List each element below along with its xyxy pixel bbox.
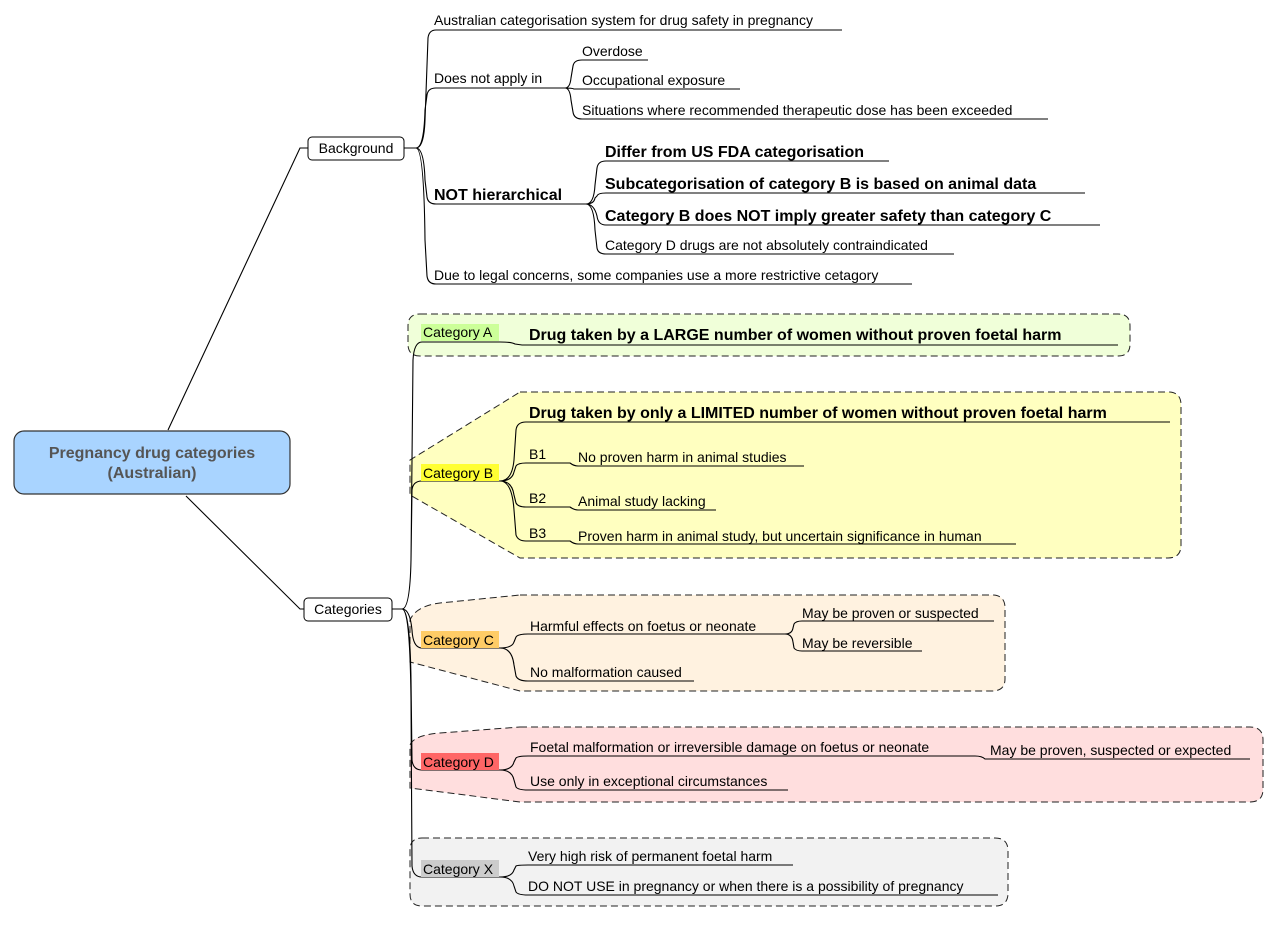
category-b1-code: B1 [529, 446, 546, 462]
category-d-malformation: Foetal malformation or irreversible dama… [530, 739, 929, 755]
connector-category-c [499, 620, 994, 682]
category-a-description: Drug taken by a LARGE number of women wi… [529, 327, 1062, 344]
category-c-label[interactable]: Category C [423, 632, 494, 648]
category-x-do-not-use: DO NOT USE in pregnancy or when there is… [528, 878, 964, 894]
not-hierarchical-us-fda: Differ from US FDA categorisation [605, 144, 864, 161]
categories-node[interactable] [303, 597, 393, 622]
category-b-description: Drug taken by only a LIMITED number of w… [529, 405, 1107, 422]
background-label: Background [319, 140, 394, 156]
connector-root-background [167, 147, 308, 431]
category-b2-text: Animal study lacking [578, 493, 706, 509]
connector-category-d [499, 755, 1250, 791]
category-x-label[interactable]: Category X [423, 861, 494, 877]
categories-label: Categories [314, 601, 382, 617]
category-b3-text: Proven harm in animal study, but uncerta… [578, 528, 982, 544]
background-node[interactable] [307, 136, 405, 161]
category-d-cloud [409, 726, 1264, 803]
category-d-exceptional: Use only in exceptional circumstances [530, 773, 767, 789]
category-x-risk: Very high risk of permanent foetal harm [528, 848, 772, 864]
category-b-label[interactable]: Category B [423, 465, 493, 481]
category-b-highlight [421, 464, 499, 481]
not-hierarchical-b-vs-c: Category B does NOT imply greater safety… [605, 208, 1052, 225]
category-c-cloud [409, 594, 1006, 692]
category-c-highlight [421, 631, 499, 648]
category-d-highlight [421, 753, 499, 770]
not-hierarchical-subcategorisation: Subcategorisation of category B is based… [605, 176, 1036, 193]
background-does-not-apply: Does not apply in [434, 70, 542, 86]
does-not-apply-occupational: Occupational exposure [582, 72, 725, 88]
category-d-label[interactable]: Category D [423, 754, 494, 770]
root-title-line1: Pregnancy drug categories [49, 445, 255, 462]
connector-categories-trunk [392, 341, 500, 878]
category-x-cloud [409, 837, 1009, 907]
category-x-highlight [421, 860, 499, 877]
root-node[interactable] [13, 430, 291, 495]
connector-category-x [499, 864, 998, 896]
category-c-proven-or-suspected: May be proven or suspected [802, 605, 979, 621]
connector-category-b [499, 421, 1170, 545]
category-c-no-malformation: No malformation caused [530, 664, 682, 680]
connector-not-hierarchical [585, 160, 1100, 255]
connector-category-a [499, 341, 1118, 346]
category-d-proven-suspected-expected: May be proven, suspected or expected [990, 742, 1231, 758]
background-system: Australian categorisation system for dru… [434, 12, 813, 28]
connector-root-categories [185, 495, 304, 610]
connector-does-not-apply [564, 59, 1048, 120]
category-c-reversible: May be reversible [802, 635, 913, 651]
category-b3-code: B3 [529, 525, 546, 541]
category-a-label[interactable]: Category A [423, 324, 493, 340]
does-not-apply-exceeded-dose: Situations where recommended therapeutic… [582, 102, 1012, 118]
category-b2-code: B2 [529, 490, 546, 506]
does-not-apply-overdose: Overdose [582, 43, 643, 59]
background-not-hierarchical: NOT hierarchical [434, 187, 562, 204]
category-b1-text: No proven harm in animal studies [578, 449, 787, 465]
not-hierarchical-category-d: Category D drugs are not absolutely cont… [605, 237, 928, 253]
connector-background-trunk [404, 29, 912, 285]
root-title-line2: (Australian) [108, 465, 197, 482]
category-b-cloud [409, 391, 1182, 559]
background-legal-concerns: Due to legal concerns, some companies us… [434, 267, 878, 283]
category-c-harmful: Harmful effects on foetus or neonate [530, 618, 756, 634]
category-a-highlight [421, 324, 499, 341]
